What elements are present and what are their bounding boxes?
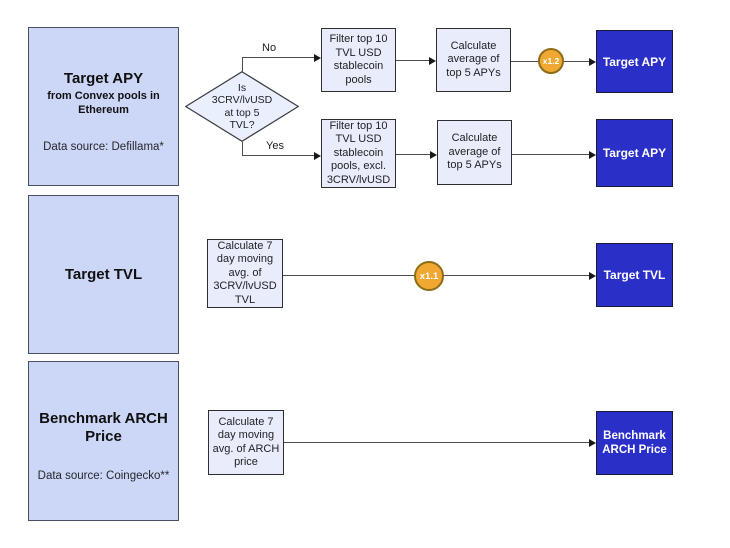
branch-label-no: No (262, 42, 277, 54)
arrowhead-output-top (589, 57, 596, 66)
source-box-target-apy-subtitle: from Convex pools in Ethereum (47, 90, 160, 116)
arrowhead-output-bottom (589, 150, 596, 159)
connector-calc-output-bottom (512, 154, 589, 156)
output-target-apy-yes: Target APY (596, 119, 673, 187)
source-box-benchmark-arch: Benchmark ARCH Price Data source: Coinge… (28, 361, 179, 521)
connector-yes-horizontal (242, 155, 315, 157)
arrowhead-arch-output (589, 438, 596, 447)
source-box-target-apy-datasource: Data source: Defillama* (43, 141, 164, 153)
source-box-benchmark-arch-datasource: Data source: Coingecko** (37, 470, 170, 482)
connector-yes-vertical (242, 142, 244, 155)
source-box-benchmark-arch-title: Benchmark ARCH Price (39, 410, 168, 445)
diamond-shape-icon (184, 70, 300, 143)
process-calc-moving-avg-tvl: Calculate 7 day moving avg. of 3CRV/lvUS… (207, 239, 283, 308)
multiplier-x1-2: x1.2 (538, 48, 564, 74)
connector-no-horizontal (242, 57, 315, 59)
source-box-target-apy: Target APY from Convex pools in Ethereum… (28, 27, 179, 186)
multiplier-x1-1: x1.1 (414, 261, 444, 291)
connector-arch (284, 442, 589, 444)
arrowhead-tvl-output (589, 271, 596, 280)
process-calc-average-no: Calculate average of top 5 APYs (436, 28, 511, 92)
source-box-target-tvl: Target TVL (28, 195, 179, 354)
process-calc-moving-avg-arch: Calculate 7 day moving avg. of ARCH pric… (208, 410, 284, 475)
connector-filter-calc-top (396, 60, 429, 62)
arrowhead-yes-filter (314, 151, 321, 160)
process-calc-average-yes: Calculate average of top 5 APYs (437, 120, 512, 185)
decision-diamond-label: Is 3CRV/lvUSD at top 5 TVL? (211, 81, 273, 132)
source-box-target-tvl-title: Target TVL (64, 265, 143, 283)
connector-filter-calc-bottom (396, 154, 430, 156)
output-target-tvl: Target TVL (596, 243, 673, 307)
output-benchmark-arch-price: Benchmark ARCH Price (596, 411, 673, 475)
arrowhead-no-filter (314, 53, 321, 62)
source-box-target-apy-title: Target APY (63, 70, 144, 87)
connector-no-vertical (242, 57, 244, 72)
decision-diamond: Is 3CRV/lvUSD at top 5 TVL? (184, 70, 300, 143)
arrowhead-calc-top (429, 56, 436, 65)
output-target-apy-no: Target APY (596, 30, 673, 93)
process-filter-pools-no: Filter top 10 TVL USD stablecoin pools (321, 28, 396, 92)
process-filter-pools-yes: Filter top 10 TVL USD stablecoin pools, … (321, 119, 396, 188)
branch-label-yes: Yes (266, 140, 284, 152)
arrowhead-calc-bottom (430, 150, 437, 159)
